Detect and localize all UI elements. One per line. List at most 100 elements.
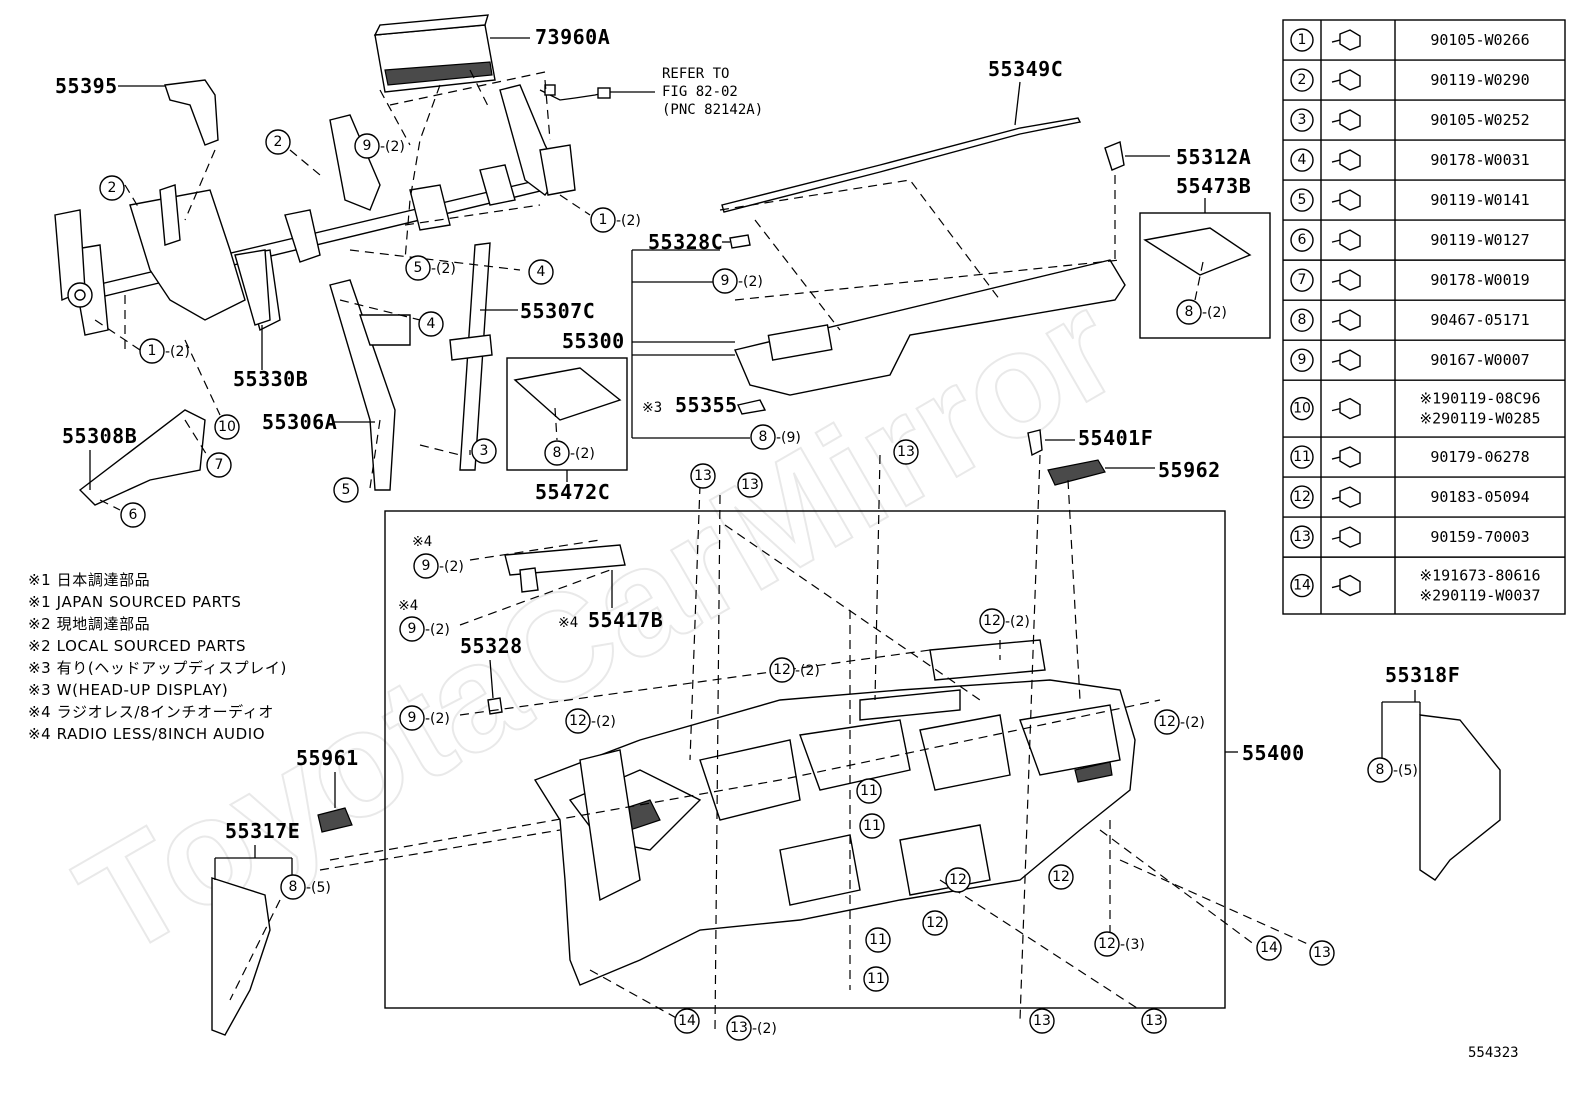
reinforcement-frame-illustration [54,14,611,506]
svg-text:-(2): -(2) [591,714,616,730]
table-row-number-circle [1290,525,1314,549]
fastener-icon [1331,486,1361,508]
svg-text:5: 5 [414,260,423,276]
svg-text:1: 1 [599,212,608,228]
part-label-55395: 55395 [55,74,118,98]
table-row-number-circle [1290,348,1314,372]
svg-text:9: 9 [408,621,417,637]
fastener-code: 90119-W0127 [1430,231,1529,249]
table-row-number: 2 [1298,72,1307,88]
svg-text:8: 8 [289,879,298,895]
svg-text:8: 8 [759,429,768,445]
svg-text:9: 9 [408,710,417,726]
svg-text:14: 14 [678,1013,696,1029]
refer-line2: FIG 82-02 [662,84,738,100]
svg-text:2: 2 [274,134,283,150]
table-row-number-circle [1290,485,1314,509]
fastener-icon [1331,526,1361,548]
table-row-number: 7 [1298,272,1307,288]
fastener-code: 90119-W0141 [1430,191,1529,209]
note-2: ※1 JAPAN SOURCED PARTS [28,593,241,611]
note-5: ※3 有り(ヘッドアップディスプレイ) [28,659,287,677]
svg-text:12: 12 [926,915,944,931]
part-label-55401F: 55401F [1078,426,1153,450]
part-label-55962: 55962 [1158,458,1221,482]
svg-text:-(2): -(2) [380,139,405,155]
svg-text:-(2): -(2) [431,261,456,277]
leaders-frame [94,69,591,511]
note-7: ※4 ラジオレス/8インチオーディオ [28,703,274,721]
svg-text:8: 8 [1376,762,1385,778]
part-label-55308B: 55308B [62,424,137,448]
table-row-number: 14 [1293,578,1311,594]
fastener-code: 90105-W0252 [1430,111,1529,129]
svg-text:-(5): -(5) [306,880,331,896]
fastener-icon [1331,574,1361,597]
part-label-55312A: 55312A [1176,145,1251,169]
svg-text:7: 7 [215,457,224,473]
svg-text:13: 13 [730,1020,748,1036]
panel-part-labels: 55401F 55962 ※4 ※4 ※4 55417B 55328 55400… [214,426,1460,880]
note4-a: ※4 [412,534,432,550]
table-row-number-circle [1290,228,1314,252]
fastener-code: 90179-06278 [1430,448,1529,466]
table-row-number: 13 [1293,529,1311,545]
fastener-icon [1331,446,1361,468]
fastener-icon [1331,69,1361,91]
svg-text:9: 9 [363,138,372,154]
note-6: ※3 W(HEAD-UP DISPLAY) [28,681,228,699]
svg-text:13: 13 [1145,1013,1163,1029]
part-label-55306A: 55306A [262,410,337,434]
fastener-icon [1331,229,1361,251]
part-label-55355-prefix: ※3 [642,400,662,416]
part-label-55349C: 55349C [988,57,1063,81]
part-label-55317E: 55317E [225,819,300,843]
note-4: ※2 LOCAL SOURCED PARTS [28,637,246,655]
svg-text:5: 5 [342,482,351,498]
fastener-code: 90105-W0266 [1430,31,1529,49]
fastener-code: 90467-05171 [1430,311,1529,329]
refer-line3: (PNC 82142A) [662,102,763,118]
part-label-55473B: 55473B [1176,174,1251,198]
table-row-number-circle [1290,268,1314,292]
svg-text:12: 12 [1052,869,1070,885]
svg-text:-(2): -(2) [425,622,450,638]
table-row-number: 1 [1298,32,1307,48]
fastener-icon [1331,309,1361,331]
svg-text:14: 14 [1260,940,1278,956]
svg-text:-(9): -(9) [776,430,801,446]
table-row-number-circle [1290,188,1314,212]
fastener-code: ※191673-80616 [1420,567,1541,585]
svg-text:8: 8 [553,445,562,461]
svg-text:12: 12 [1098,936,1116,952]
svg-text:-(2): -(2) [1180,715,1205,731]
svg-text:-(2): -(2) [752,1021,777,1037]
svg-text:-(2): -(2) [738,274,763,290]
svg-text:-(2): -(2) [439,559,464,575]
svg-text:-(2): -(2) [1202,305,1227,321]
fastener-icon [1331,397,1361,420]
note-1: ※1 日本調達部品 [28,571,150,589]
part-label-55417B: 55417B [588,608,663,632]
table-row-number-circle [1290,28,1314,52]
part-label-55961: 55961 [296,746,359,770]
part-label-55330B: 55330B [233,367,308,391]
svg-text:13: 13 [897,444,915,460]
svg-text:12: 12 [1158,714,1176,730]
table-row-number: 9 [1298,352,1307,368]
fastener-icon [1331,149,1361,171]
fastener-code: 90178-W0019 [1430,271,1529,289]
svg-text:-(2): -(2) [795,663,820,679]
note-8: ※4 RADIO LESS/8INCH AUDIO [28,725,265,743]
svg-text:12: 12 [569,713,587,729]
table-row-number: 8 [1298,312,1307,328]
svg-text:6: 6 [129,507,138,523]
table-row-number: 5 [1298,192,1307,208]
safety-pad-labels: 55349C 55312A 55473B 55328C 55300 ※3 553… [535,57,1251,504]
table-row-number: 11 [1293,449,1311,465]
svg-text:4: 4 [537,264,546,280]
safety-pad-callouts: 9 -(2) 8 -(9) 8 -(2) 8 -(2) [544,175,1227,466]
